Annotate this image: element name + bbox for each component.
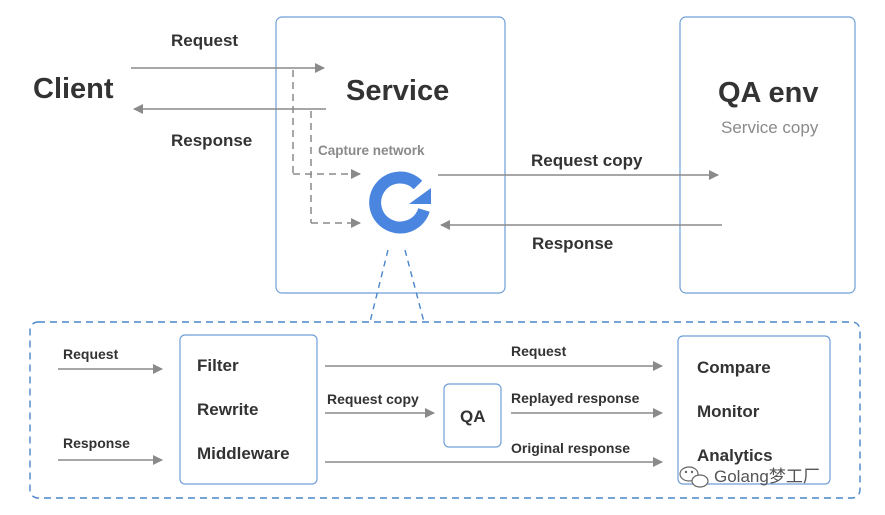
watermark-text: Golang梦工厂 (714, 467, 820, 486)
response-back-label: Response (532, 234, 613, 253)
qa-env-box (679, 16, 856, 294)
request-label: Request (171, 31, 238, 50)
service-label: Service (346, 75, 449, 107)
qa-box (443, 383, 502, 448)
compare-box (677, 335, 831, 485)
request-copy-bottom-label: Request copy (327, 391, 419, 407)
response-label: Response (171, 131, 252, 150)
wechat-icon (679, 466, 709, 488)
watermark: Golang梦工厂 (679, 466, 820, 488)
qa-label: QA (460, 407, 486, 426)
replayed-response-label: Replayed response (511, 390, 640, 406)
capture-network-label: Capture network (318, 143, 425, 158)
goreplay-logo-icon (369, 171, 431, 234)
filter-box (179, 334, 318, 485)
original-response-label: Original response (511, 440, 630, 456)
client-label: Client (33, 73, 114, 105)
filter-label: Filter (197, 356, 239, 375)
service-copy-label: Service copy (721, 118, 819, 137)
request-in-label: Request (63, 346, 119, 362)
zoom-line-left (369, 249, 389, 323)
rewrite-label: Rewrite (197, 400, 258, 419)
middleware-label: Middleware (197, 444, 290, 463)
analytics-label: Analytics (697, 446, 773, 465)
response-in-label: Response (63, 435, 130, 451)
compare-label: Compare (697, 358, 771, 377)
monitor-label: Monitor (697, 402, 760, 421)
zoom-line-right (404, 249, 425, 323)
qa-env-label: QA env (718, 77, 818, 109)
detail-dashed-frame (29, 321, 861, 499)
request-copy-label: Request copy (531, 151, 643, 170)
request-out-label: Request (511, 343, 567, 359)
